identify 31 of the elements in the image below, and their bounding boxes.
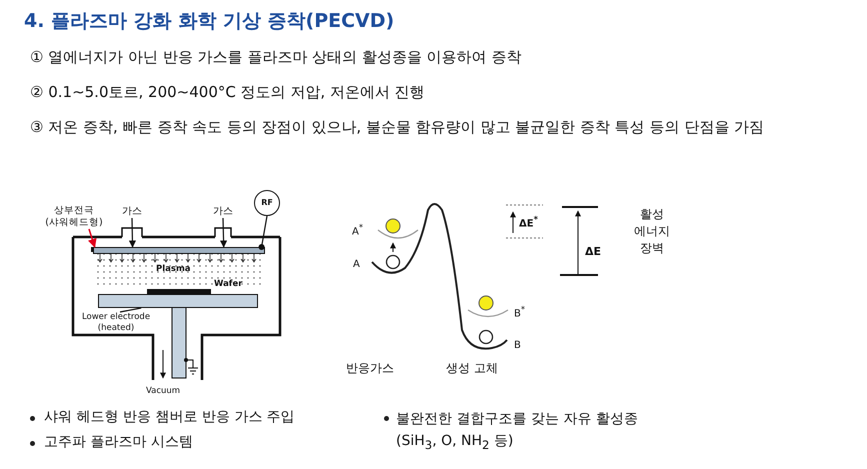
state-label: A [353, 259, 360, 270]
arrow [88, 228, 97, 248]
stage-label: 생성 고체 [446, 360, 498, 377]
connector-line [258, 216, 268, 250]
stage-label: 반응가스 [346, 360, 394, 377]
part-label: Vacuum [146, 386, 180, 396]
energy-label: ΔE [585, 245, 602, 258]
slide-title: 4. 플라즈마 강화 화학 기상 증착(PECVD) [24, 9, 394, 34]
rf-source-circle: RF [254, 190, 280, 216]
list-item: ① 열에너지가 아닌 반응 가스를 플라즈마 상태의 활성종을 이용하여 증착 [30, 48, 522, 67]
state-label: B [514, 340, 521, 351]
bullet-text: 불완전한 결합구조를 갖는 자유 활성종 (SiH$_{3}$, O, NH$_{2}$ 등) [396, 410, 639, 454]
leader-line [120, 307, 142, 313]
part-label: 가스 [211, 204, 235, 218]
axis-note: 활성 에너지 장벽 [633, 206, 671, 257]
part-label: 가스 [120, 204, 144, 218]
arrow [128, 218, 136, 248]
part-label: 상부전극 (샤워헤드형) [44, 205, 104, 229]
list-item: ② 0.1~5.0토르, 200~400°C 정도의 저압, 저온에서 진행 [30, 83, 425, 102]
part-label: Plasma [156, 264, 191, 274]
state-label: B$^{*}$ [514, 304, 526, 320]
energy-label: ΔE$^{*}$ [519, 214, 538, 230]
part-label: Lower electrode (heated) [76, 312, 156, 334]
list-item: ③ 저온 증착, 빠른 증착 속도 등의 장점이 있으나, 불순물 함유량이 많고 불균일한 증착 특성 등의 단점을 가짐 [30, 118, 764, 137]
lower-electrode-plate [98, 294, 258, 308]
bullet-text: 샤워 헤드형 반응 챔버로 반응 가스 주입 [44, 408, 295, 426]
state-label: A$^{*}$ [352, 222, 364, 238]
bullet-text: 고주파 플라즈마 시스템 [44, 433, 193, 451]
arrow [220, 218, 228, 248]
part-label: Wafer [214, 279, 242, 289]
showerhead-electrode [93, 247, 265, 254]
